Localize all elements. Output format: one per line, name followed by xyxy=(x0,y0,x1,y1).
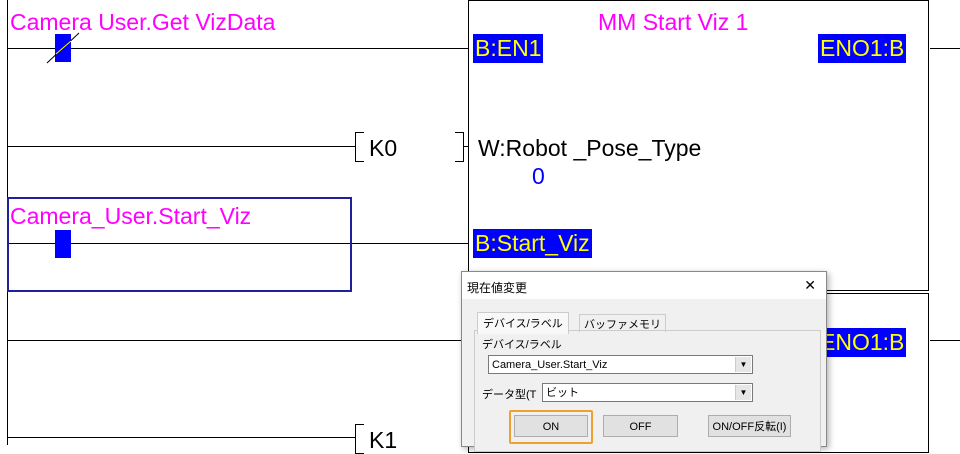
on-button-focus-ring xyxy=(509,410,593,444)
chevron-down-icon[interactable]: ▼ xyxy=(735,357,751,372)
close-icon[interactable]: ✕ xyxy=(804,277,816,293)
fb-pin-start-viz: B:Start_Viz xyxy=(473,229,592,258)
tab-device-label[interactable]: デバイス/ラベル xyxy=(477,312,569,334)
fb-param-value: 0 xyxy=(532,163,545,189)
rung-line-k0-in xyxy=(463,146,468,147)
contact-slash-icon xyxy=(46,32,80,64)
on-button[interactable]: ON xyxy=(514,415,588,437)
no-contact-start-viz[interactable] xyxy=(55,230,71,258)
toggle-button[interactable]: ON/OFF反転(I) xyxy=(708,415,791,437)
fb2-pin-eno: ENO1:B xyxy=(818,328,907,357)
rung-line-3-out xyxy=(930,340,960,341)
ladder-cursor-selection[interactable] xyxy=(7,197,352,292)
k0-constant[interactable]: K0 xyxy=(369,135,398,161)
modify-value-dialog: 現在値変更 ✕ デバイス/ラベル バッファメモリ デバイス/ラベル Camera… xyxy=(461,271,827,452)
fb-title: MM Start Viz 1 xyxy=(598,9,749,35)
rung-line-1-out xyxy=(930,48,960,49)
fb-param-robot-pose-type: W:Robot _Pose_Type xyxy=(478,135,702,161)
datatype-select[interactable]: ビット ▼ xyxy=(542,383,753,402)
rung-line-k0 xyxy=(7,146,355,147)
k1-constant[interactable]: K1 xyxy=(369,427,398,453)
off-button[interactable]: OFF xyxy=(603,415,678,437)
k1-bracket-left xyxy=(355,424,364,454)
rung-line-3 xyxy=(7,340,468,341)
rung2-device-label: Camera_User.Start_Viz xyxy=(10,203,252,229)
rung-line-2 xyxy=(7,243,468,244)
chevron-down-icon[interactable]: ▼ xyxy=(735,385,751,400)
datatype-select-value: ビット xyxy=(546,387,579,399)
fb-pin-eno: ENO1:B xyxy=(818,34,907,63)
fb-pin-en: B:EN1 xyxy=(473,34,544,63)
k0-bracket-left xyxy=(355,132,364,162)
device-select-value: Camera_User.Start_Viz xyxy=(492,359,608,371)
k0-bracket-right xyxy=(455,132,464,162)
datatype-caption: データ型(T xyxy=(482,389,537,401)
device-label-caption: デバイス/ラベル xyxy=(482,339,562,351)
tab-buffer-memory[interactable]: バッファメモリ xyxy=(579,314,666,332)
rung1-device-label: Camera User.Get VizData xyxy=(10,9,276,35)
rung-line-4 xyxy=(7,437,355,438)
dialog-title: 現在値変更 xyxy=(467,281,528,295)
dialog-titlebar: 現在値変更 ✕ xyxy=(462,272,826,299)
device-select[interactable]: Camera_User.Start_Viz ▼ xyxy=(488,355,753,374)
rung-line-1 xyxy=(7,48,468,49)
